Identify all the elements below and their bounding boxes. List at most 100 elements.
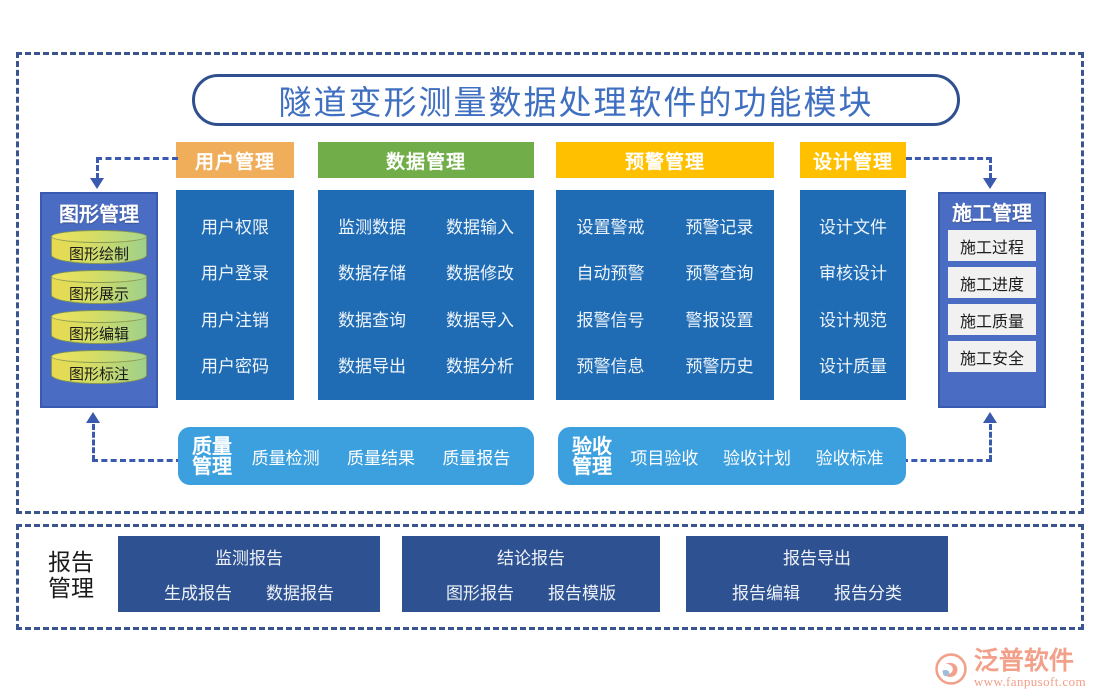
alarm-item-set-threshold[interactable]: 设置警戒: [576, 217, 645, 238]
graphic-item-draw[interactable]: 图形绘制: [51, 230, 147, 267]
column-row: 用户权限: [176, 213, 294, 238]
report-panel-export-title: 报告导出: [783, 549, 851, 569]
report-item-graphic[interactable]: 图形报告: [446, 584, 514, 604]
report-item-data[interactable]: 数据报告: [266, 584, 334, 604]
construction-item-safety[interactable]: 施工安全: [948, 341, 1036, 372]
data-item-modify[interactable]: 数据修改: [446, 264, 514, 285]
alarm-item-settings[interactable]: 警报设置: [685, 310, 754, 331]
tab-alarm-management[interactable]: 预警管理: [556, 142, 774, 178]
arrow-down-to-construction-panel: [983, 178, 997, 189]
data-item-storage[interactable]: 数据存储: [338, 264, 406, 285]
alarm-item-signal[interactable]: 报警信号: [576, 310, 645, 331]
column-alarm-management[interactable]: 设置警戒 预警记录 自动预警 预警查询 报警信号 警报设置 预警信息 预警历史: [556, 190, 774, 400]
alarm-item-record[interactable]: 预警记录: [685, 217, 754, 238]
logo-brand: 泛普软件: [973, 645, 1074, 675]
design-item-review[interactable]: 审核设计: [819, 264, 887, 285]
page-title-text: 隧道变形测量数据处理软件的功能模块: [278, 83, 874, 122]
report-management-label: 报告 管理: [28, 540, 114, 614]
bar-acceptance-title: 验收 管理: [558, 435, 618, 478]
arrow-down-to-graphic-panel: [90, 178, 104, 189]
connector-quality-to-graphic-horizontal: [92, 459, 182, 462]
user-item-login[interactable]: 用户登录: [201, 264, 269, 285]
cylinder-top-icon: [51, 310, 147, 323]
report-label-line1: 报告: [48, 550, 94, 577]
acceptance-item-standard[interactable]: 验收标准: [815, 448, 884, 469]
data-item-analyze[interactable]: 数据分析: [446, 357, 514, 378]
panel-graphic-management[interactable]: 图形管理 图形绘制 图形展示 图形编辑 图形标注: [40, 192, 158, 408]
bar-quality-management[interactable]: 质量 管理 质量检测 质量结果 质量报告: [178, 427, 534, 485]
data-item-input[interactable]: 数据输入: [446, 217, 514, 238]
column-row: 设置警戒 预警记录: [556, 213, 774, 238]
column-row: 用户注销: [176, 306, 294, 331]
alarm-item-query[interactable]: 预警查询: [685, 264, 754, 285]
report-panel-conclusion-items: 图形报告 报告模版: [446, 579, 616, 604]
graphic-item-label: 图形展示: [68, 285, 129, 303]
bar-acceptance-items: 项目验收 验收计划 验收标准: [618, 444, 906, 469]
connector-accept-to-construction-horizontal: [902, 459, 992, 462]
panel-graphic-heading: 图形管理: [59, 202, 139, 226]
column-row: 审核设计: [800, 259, 906, 284]
report-item-category[interactable]: 报告分类: [834, 584, 902, 604]
graphic-item-display[interactable]: 图形展示: [51, 270, 147, 307]
alarm-item-auto[interactable]: 自动预警: [576, 264, 645, 285]
column-row: 自动预警 预警查询: [556, 259, 774, 284]
report-panel-monitoring-title: 监测报告: [215, 549, 283, 569]
design-item-standard[interactable]: 设计规范: [819, 310, 887, 331]
panel-construction-management[interactable]: 施工管理 施工过程 施工进度 施工质量 施工安全: [938, 192, 1046, 408]
alarm-item-info[interactable]: 预警信息: [576, 357, 645, 378]
column-row: 数据查询 数据导入: [318, 306, 534, 331]
column-row: 设计质量: [800, 352, 906, 377]
bar-quality-title-line1: 质量: [192, 433, 232, 458]
quality-item-report[interactable]: 质量报告: [442, 448, 511, 469]
column-row: 数据导出 数据分析: [318, 352, 534, 377]
data-item-query[interactable]: 数据查询: [338, 310, 406, 331]
design-item-quality[interactable]: 设计质量: [819, 357, 887, 378]
quality-item-result[interactable]: 质量结果: [346, 448, 415, 469]
construction-item-quality[interactable]: 施工质量: [948, 304, 1036, 335]
graphic-item-label: 图形编辑: [68, 325, 129, 343]
report-panel-monitoring[interactable]: 监测报告 生成报告 数据报告: [118, 536, 380, 612]
page-title: 隧道变形测量数据处理软件的功能模块: [192, 74, 960, 126]
report-item-edit[interactable]: 报告编辑: [732, 584, 800, 604]
column-design-management[interactable]: 设计文件 审核设计 设计规范 设计质量: [800, 190, 906, 400]
column-data-management[interactable]: 监测数据 数据输入 数据存储 数据修改 数据查询 数据导入 数据导出 数据分析: [318, 190, 534, 400]
bar-acceptance-title-line2: 管理: [572, 454, 612, 478]
user-item-logout[interactable]: 用户注销: [201, 310, 269, 331]
user-item-password[interactable]: 用户密码: [201, 357, 269, 378]
logo-url: www.fanpusoft.com: [973, 674, 1086, 689]
column-user-management[interactable]: 用户权限 用户登录 用户注销 用户密码: [176, 190, 294, 400]
arrow-up-to-graphic-panel: [86, 412, 100, 423]
report-panel-export[interactable]: 报告导出 报告编辑 报告分类: [686, 536, 948, 612]
report-item-generate[interactable]: 生成报告: [164, 584, 232, 604]
connector-design-to-construction-vertical: [989, 157, 992, 179]
tab-user-management[interactable]: 用户管理: [176, 142, 294, 178]
connector-user-to-graphic-vertical: [96, 157, 99, 179]
bar-quality-title: 质量 管理: [178, 433, 238, 476]
column-row: 用户密码: [176, 352, 294, 377]
design-item-file[interactable]: 设计文件: [819, 217, 887, 238]
graphic-item-annotate[interactable]: 图形标注: [51, 350, 147, 387]
tab-design-management[interactable]: 设计管理: [800, 142, 906, 178]
bar-quality-items: 质量检测 质量结果 质量报告: [238, 444, 534, 469]
graphic-item-edit[interactable]: 图形编辑: [51, 310, 147, 347]
tab-data-management[interactable]: 数据管理: [318, 142, 534, 178]
graphic-item-label: 图形绘制: [68, 245, 129, 263]
data-item-monitor[interactable]: 监测数据: [338, 217, 406, 238]
panel-construction-heading: 施工管理: [952, 201, 1032, 225]
acceptance-item-plan[interactable]: 验收计划: [722, 448, 791, 469]
report-item-template[interactable]: 报告模版: [548, 584, 616, 604]
report-dashed-frame: [16, 524, 1084, 630]
bar-acceptance-management[interactable]: 验收 管理 项目验收 验收计划 验收标准: [558, 427, 906, 485]
user-item-permission[interactable]: 用户权限: [201, 217, 269, 238]
report-panel-conclusion[interactable]: 结论报告 图形报告 报告模版: [402, 536, 660, 612]
construction-item-progress[interactable]: 施工进度: [948, 267, 1036, 298]
alarm-item-history[interactable]: 预警历史: [685, 357, 754, 378]
quality-item-inspection[interactable]: 质量检测: [251, 448, 320, 469]
construction-item-process[interactable]: 施工过程: [948, 230, 1036, 261]
data-item-export[interactable]: 数据导出: [338, 357, 406, 378]
data-item-import[interactable]: 数据导入: [446, 310, 514, 331]
vendor-logo: 泛普软件 www.fanpusoft.com: [934, 645, 1086, 690]
acceptance-item-project[interactable]: 项目验收: [630, 448, 699, 469]
logo-text: 泛普软件 www.fanpusoft.com: [973, 645, 1086, 690]
